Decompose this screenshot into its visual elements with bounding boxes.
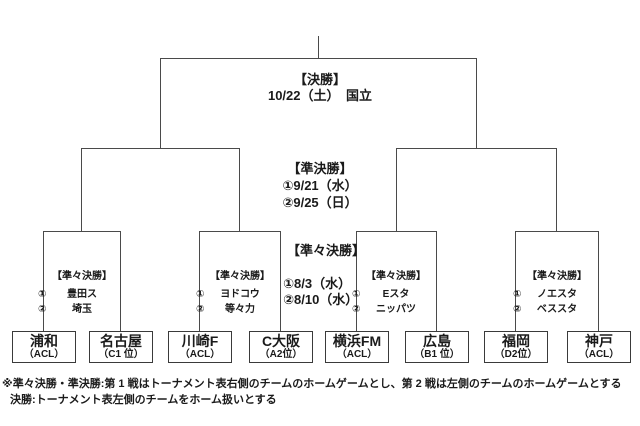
team-qualifier: （ACL） <box>336 349 378 360</box>
bracket-line <box>396 148 557 149</box>
semifinal-title: 【準決勝】 <box>287 161 353 176</box>
quarterfinal-dates: ①8/3（水） ②8/10（水） <box>283 276 358 308</box>
leg-number: ① <box>196 289 205 300</box>
team-name: 名古屋 <box>100 333 142 349</box>
footnote-home-rule: ※準々決勝・準決勝:第 1 戦はトーナメント表右側のチームのホームゲームとし、第… <box>2 378 622 390</box>
bracket-line <box>436 231 437 332</box>
quarterfinal-venue-block-3: 【準々決勝】 ① Eスタ ② ニッパツ <box>351 270 441 317</box>
team-box-yokohama-fm: 横浜FM （ACL） <box>325 331 389 363</box>
venue-row: ① ノエスタ <box>512 287 602 302</box>
team-qualifier: （D2位） <box>494 349 538 360</box>
leg-venue: ヨドコウ <box>220 289 260 300</box>
bracket-line <box>43 231 44 332</box>
bracket-line <box>396 148 397 232</box>
bracket-line <box>160 58 161 149</box>
leg-venue: ニッパツ <box>376 304 416 315</box>
bracket-line <box>476 58 477 149</box>
bracket-line <box>43 231 121 232</box>
team-qualifier: （ACL） <box>23 349 65 360</box>
bracket-line <box>356 231 357 332</box>
team-name: 川崎F <box>181 333 219 349</box>
leg-venue: 埼玉 <box>72 304 92 315</box>
quarterfinal-venue-block-2: 【準々決勝】 ① ヨドコウ ② 等々力 <box>195 270 285 317</box>
venue-row: ② ニッパツ <box>351 302 441 317</box>
venue-row: ① Eスタ <box>351 287 441 302</box>
venue-row: ① ヨドコウ <box>195 287 285 302</box>
team-qualifier: （ACL） <box>179 349 221 360</box>
bracket-line <box>120 231 121 332</box>
venue-block-title: 【準々決勝】 <box>527 271 587 282</box>
team-box-kobe: 神戸 （ACL） <box>567 331 631 363</box>
bracket-line <box>515 231 599 232</box>
bracket-line <box>598 231 599 332</box>
quarterfinal-leg2: ②8/10（水） <box>283 292 359 307</box>
team-name: 広島 <box>423 333 451 349</box>
leg-number: ② <box>196 304 205 315</box>
leg-number: ① <box>513 289 522 300</box>
leg-venue: ベススタ <box>536 304 578 315</box>
venue-row: ② 埼玉 <box>37 302 127 317</box>
team-name: 浦和 <box>30 333 58 349</box>
bracket-line <box>280 231 281 332</box>
team-name: 神戸 <box>585 333 613 349</box>
team-qualifier: （A2位） <box>259 349 303 360</box>
team-box-urawa: 浦和 （ACL） <box>12 331 76 363</box>
venue-block-title: 【準々決勝】 <box>366 271 426 282</box>
leg-venue: Eスタ <box>382 289 410 300</box>
bracket-line <box>199 231 200 332</box>
leg-venue: ノエスタ <box>537 289 577 300</box>
leg-number: ① <box>38 289 47 300</box>
leg-number: ② <box>352 304 361 315</box>
venue-row: ② ベススタ <box>512 302 602 317</box>
leg-number: ② <box>38 304 47 315</box>
leg-number: ① <box>352 289 361 300</box>
semifinal-leg2: ②9/25（日） <box>282 195 358 210</box>
leg-number: ② <box>513 304 522 315</box>
team-box-fukuoka: 福岡 （D2位） <box>484 331 548 363</box>
team-box-kawasaki-f: 川崎F （ACL） <box>168 331 232 363</box>
team-qualifier: （C1 位） <box>98 349 144 360</box>
bracket-line <box>318 36 319 59</box>
semifinal-leg1: ①9/21（水） <box>282 178 358 193</box>
final-title: 【決勝】 <box>293 72 346 87</box>
team-qualifier: （B1 位） <box>414 349 460 360</box>
team-qualifier: （ACL） <box>578 349 620 360</box>
final-schedule: 10/22（土） 国立 <box>267 88 373 103</box>
bracket-line <box>199 231 281 232</box>
semifinal-label: 【準決勝】 ①9/21（水） ②9/25（日） <box>268 160 372 211</box>
final-label: 【決勝】 10/22（土） 国立 <box>220 72 420 104</box>
bracket-line <box>356 231 437 232</box>
footnote-final-rule: 決勝:トーナメント表左側のチームをホーム扱いとする <box>10 394 277 406</box>
bracket-line <box>160 58 477 59</box>
team-name: C大阪 <box>261 333 301 349</box>
team-name: 福岡 <box>502 333 530 349</box>
venue-row: ① 豊田ス <box>37 287 127 302</box>
quarterfinal-venue-block-4: 【準々決勝】 ① ノエスタ ② ベススタ <box>512 270 602 317</box>
venue-block-title: 【準々決勝】 <box>210 271 270 282</box>
quarterfinal-title: 【準々決勝】 <box>286 243 365 258</box>
bracket-line <box>239 148 240 232</box>
bracket-line <box>556 148 557 232</box>
venue-block-title: 【準々決勝】 <box>52 271 112 282</box>
bracket-line <box>81 148 82 232</box>
team-box-hiroshima: 広島 （B1 位） <box>405 331 469 363</box>
bracket-line <box>515 231 516 332</box>
team-name: 横浜FM <box>332 333 382 349</box>
team-box-nagoya: 名古屋 （C1 位） <box>89 331 153 363</box>
footnotes: ※準々決勝・準決勝:第 1 戦はトーナメント表右側のチームのホームゲームとし、第… <box>2 376 638 408</box>
team-box-c-osaka: C大阪 （A2位） <box>249 331 313 363</box>
leg-venue: 豊田ス <box>67 289 97 300</box>
quarterfinal-leg1: ①8/3（水） <box>283 276 352 291</box>
bracket-line <box>81 148 240 149</box>
quarterfinal-venue-block-1: 【準々決勝】 ① 豊田ス ② 埼玉 <box>37 270 127 317</box>
venue-row: ② 等々力 <box>195 302 285 317</box>
leg-venue: 等々力 <box>225 304 255 315</box>
